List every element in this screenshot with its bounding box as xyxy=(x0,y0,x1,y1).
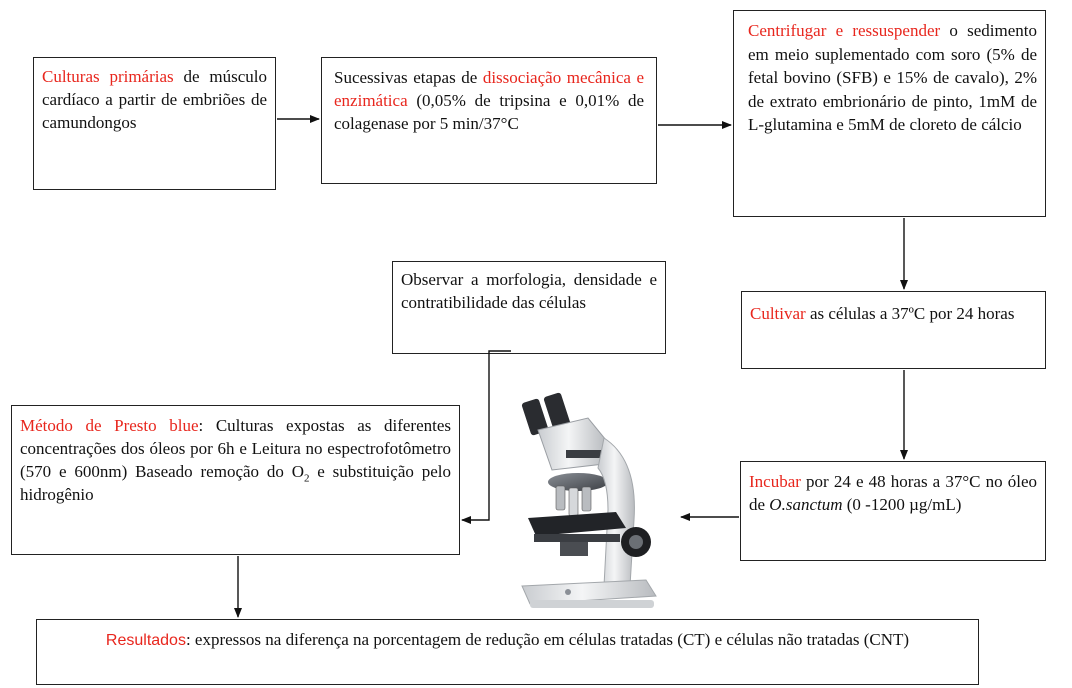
step-results: Resultados: expressos na diferença na po… xyxy=(36,619,979,685)
step-results-text: : expressos na diferença na porcentagem … xyxy=(185,630,910,649)
step-incubate-species: O.sanctum xyxy=(769,495,843,514)
step-primary-cultures-highlight: Culturas primárias xyxy=(42,67,174,86)
step-presto-blue: Método de Presto blue: Culturas expostas… xyxy=(11,405,460,555)
step-incubate-text-end: (0 -1200 µg/mL) xyxy=(842,495,962,514)
step-results-highlight: Resultados xyxy=(105,632,186,649)
step-centrifuge-text: o sedimento em meio suplementado com sor… xyxy=(748,21,1037,134)
step-presto-blue-text: : Culturas expostas as diferentes concen… xyxy=(20,416,451,481)
step-dissociation-highlight: dissociação mecânica e enzimática xyxy=(334,68,644,110)
step-observe: Observar a morfologia, densidade e contr… xyxy=(392,261,666,354)
arrow-observe-to-presto xyxy=(461,350,511,524)
step-incubate-text: por 24 e 48 horas a 37°C no óleo de xyxy=(749,472,1037,514)
step-dissociation-text: (0,05% de tripsina e 0,01% de colagenase… xyxy=(334,91,644,133)
step-dissociation: Sucessivas etapas de dissociação mecânic… xyxy=(321,57,657,184)
step-dissociation-prefix: Sucessivas etapas de xyxy=(334,68,483,87)
step-primary-cultures: Culturas primárias de músculo cardíaco a… xyxy=(33,57,276,190)
step-centrifuge-highlight: Centrifugar e ressuspender xyxy=(748,21,941,40)
microscope-icon xyxy=(521,392,657,608)
step-cultivate-highlight: Cultivar xyxy=(750,304,806,323)
step-presto-blue-subscript: 2 xyxy=(303,472,310,485)
step-observe-text: Observar a morfologia, densidade e contr… xyxy=(401,270,657,312)
step-incubate-highlight: Incubar xyxy=(749,472,801,491)
step-incubate: Incubar por 24 e 48 horas a 37°C no óleo… xyxy=(740,461,1046,561)
step-centrifuge: Centrifugar e ressuspender o sedimento e… xyxy=(733,10,1046,217)
step-primary-cultures-text: de músculo cardíaco a partir de embriões… xyxy=(42,67,267,132)
step-presto-blue-text-end: e substituição pelo hidrogênio xyxy=(20,462,451,504)
step-cultivate-text: as células a 37ºC por 24 horas xyxy=(805,304,1015,323)
step-cultivate: Cultivar as células a 37ºC por 24 horas xyxy=(741,291,1046,369)
step-presto-blue-highlight: Método de Presto blue xyxy=(20,416,199,435)
